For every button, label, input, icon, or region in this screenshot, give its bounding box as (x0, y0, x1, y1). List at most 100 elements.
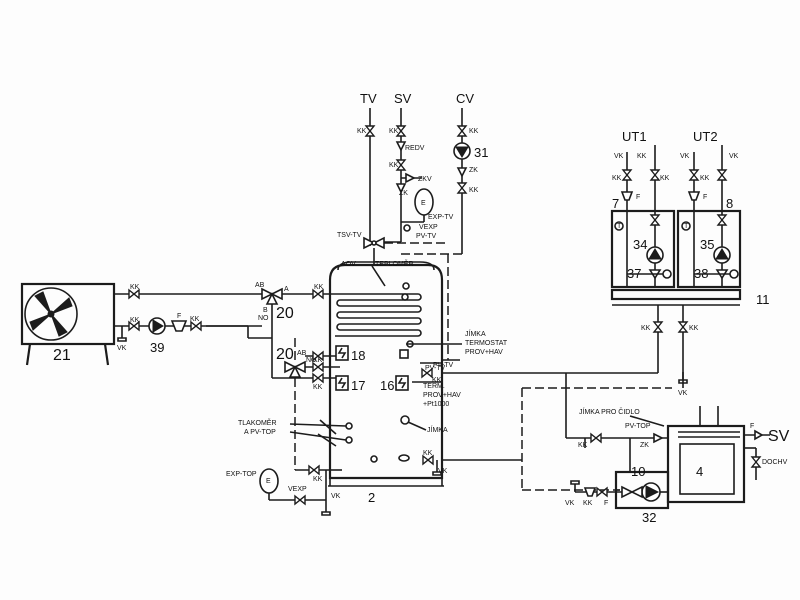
a-1: A (284, 286, 289, 293)
f-ut2: F (703, 194, 707, 201)
aov-label: AOV (341, 261, 356, 268)
b-1: B (263, 307, 268, 314)
cv-label: CV (456, 91, 474, 106)
zk-cv-label: ZK (469, 167, 478, 174)
vk-boiler: VK (565, 500, 575, 507)
ut1-label: UT1 (622, 129, 647, 144)
exp-top-label: EXP-TOP (226, 471, 257, 478)
heat-pump-unit (20, 282, 116, 366)
vk-ut2-2: VK (729, 153, 739, 160)
kk-cv: KK (469, 128, 479, 135)
kk-tv: KK (357, 128, 367, 135)
kk-out-2: KK (423, 450, 433, 457)
kk-hp-1: KK (130, 284, 140, 291)
ab-1: AB (255, 282, 265, 289)
prov-hav-label: PROV+HAV (465, 349, 503, 356)
e-exp-top: E (266, 478, 271, 485)
no-1: NO (258, 315, 269, 322)
label-16: 16 (380, 378, 394, 393)
kk-20a: KK (314, 284, 324, 291)
label-21: 21 (53, 347, 71, 364)
jimka-label-2: JÍMKA (427, 425, 448, 434)
kk-hp-3: KK (190, 316, 200, 323)
vk-bottom: VK (331, 493, 341, 500)
kk-ut1-2: KK (612, 175, 622, 182)
vexp-label: VEXP (419, 224, 438, 231)
label-18: 18 (351, 348, 365, 363)
kk-20b-1: KK (313, 357, 323, 364)
zkv-check-icon (405, 172, 416, 184)
label-2: 2 (368, 490, 375, 505)
kk-boiler: KK (583, 500, 593, 507)
label-34: 34 (633, 237, 647, 252)
kk-ut1-3: KK (660, 175, 670, 182)
vk-ut2: VK (680, 153, 690, 160)
manifold-11 (610, 288, 742, 301)
pt1000-label: +Pt1000 (423, 401, 449, 408)
kk-ut2: KK (700, 175, 710, 182)
redv-label: REDV (405, 145, 425, 152)
jimka-label: JÍMKA (465, 329, 486, 338)
e-exp-tv: E (421, 200, 426, 207)
kk-right: KK (578, 442, 588, 449)
mixing-module-8 (676, 209, 742, 289)
kk-cv-2: KK (469, 187, 479, 194)
a-pv-top-label: A PV-TOP (244, 429, 276, 436)
kk-bottom: KK (313, 476, 323, 483)
vk-man: VK (678, 390, 688, 397)
label-11: 11 (756, 292, 770, 307)
label-20b: 20 (276, 346, 294, 363)
tv-label: TV (360, 91, 377, 106)
kk-20b-2: KK (313, 384, 323, 391)
vexp-2-label: VEXP (288, 486, 307, 493)
pv-top-label: PV-TOP (625, 423, 651, 430)
f-sv: F (750, 423, 754, 430)
f-hp: F (177, 313, 181, 320)
ut2-label: UT2 (693, 129, 718, 144)
teplomer-label: TEPLOMĚR (375, 259, 414, 268)
storage-tank (328, 261, 444, 487)
kk-out: KK (432, 377, 442, 384)
label-7: 7 (612, 196, 619, 211)
label-17: 17 (351, 378, 365, 393)
f-boiler: F (604, 500, 608, 507)
heat-exchanger-coil (335, 293, 422, 337)
vk-hp: VK (117, 345, 127, 352)
boiler-4 (666, 406, 746, 504)
zkv-label: ZKV (418, 176, 432, 183)
term-label: TERM. (423, 383, 445, 390)
tsv-tv-label: TSV-TV (337, 232, 362, 239)
kk-hp-2: KK (130, 317, 140, 324)
kk-man-2: KK (689, 325, 699, 332)
t-ut1: T (617, 223, 622, 230)
jimka-cidlo-label: JÍMKA PRO ČIDLO (579, 407, 640, 416)
kk-sv: KK (389, 128, 399, 135)
sv-top-label: SV (394, 91, 412, 106)
zk-label: ZK (399, 190, 408, 197)
pv-tv-label: PV-TV (416, 233, 437, 240)
label-35: 35 (700, 237, 714, 252)
label-39: 39 (150, 340, 164, 355)
filter-icon (170, 320, 188, 332)
label-4: 4 (696, 464, 703, 479)
sv-right-label: SV (768, 428, 790, 445)
vk-out: VK (438, 468, 448, 475)
f-ut1: F (636, 194, 640, 201)
label-32: 32 (642, 510, 656, 525)
kk-ut1: KK (637, 153, 647, 160)
exp-tv-label: EXP-TV (428, 214, 454, 221)
ab-2: AB (297, 350, 307, 357)
no-2: NO (306, 357, 317, 364)
pv-tv-mid-label: PV-TV (433, 362, 454, 369)
label-8: 8 (726, 196, 733, 211)
three-way-valve-20-bottom (284, 360, 306, 378)
termostat-label: TERMOSTAT (465, 340, 508, 347)
label-10: 10 (631, 464, 645, 479)
kk-sv-2: KK (389, 162, 399, 169)
t-ut2: T (684, 223, 689, 230)
mixing-module-7 (610, 209, 676, 289)
vk-ut1: VK (614, 153, 624, 160)
label-31: 31 (474, 145, 488, 160)
